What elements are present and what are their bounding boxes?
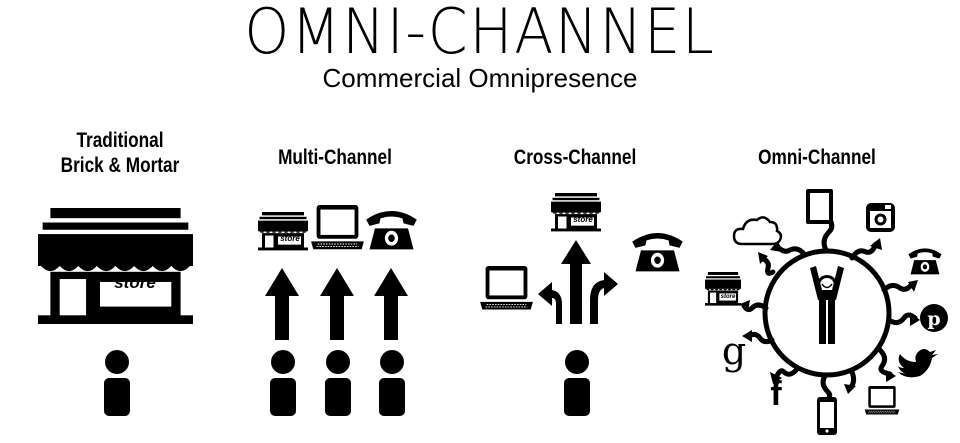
label-multi-channel: Multi-Channel [278, 146, 392, 169]
store-sign-cross: store [573, 215, 593, 224]
instagram-icon [866, 203, 895, 232]
multi-arrow-2 [320, 268, 354, 340]
multi-store-icon [258, 212, 308, 251]
cross-arrows [538, 240, 618, 324]
omni-phone-icon [908, 248, 942, 275]
store-sign-traditional: store [114, 273, 156, 292]
person-multi-3 [379, 350, 405, 416]
label-omni-channel: Omni-Channel [758, 146, 876, 169]
store-sign-omni: store [721, 294, 736, 300]
person-traditional [104, 350, 130, 416]
traditional-store-icon [38, 208, 193, 324]
label-traditional-line2: Brick & Mortar [60, 154, 180, 177]
label-traditional: Traditional Brick & Mortar [38, 128, 202, 178]
person-multi-1 [270, 350, 296, 416]
page-title: OMNI-CHANNEL [244, 0, 716, 68]
pinterest-icon: p [920, 304, 948, 332]
multi-phone-icon [366, 210, 417, 250]
multi-arrow-3 [374, 268, 408, 340]
twitter-icon [898, 349, 938, 378]
tablet-icon [806, 189, 833, 224]
svg-text:p: p [927, 308, 940, 330]
person-multi-2 [325, 350, 351, 416]
multi-arrow-1 [265, 268, 299, 340]
google-icon: g [722, 329, 746, 373]
store-sign-multi: store [280, 234, 300, 243]
person-cross [564, 350, 590, 416]
label-traditional-line1: Traditional [76, 129, 164, 152]
multi-laptop-icon [310, 204, 365, 250]
cross-phone-icon [632, 232, 683, 272]
page-subtitle: Commercial Omnipresence [322, 63, 638, 93]
omni-laptop-icon [864, 385, 900, 415]
facebook-icon: f [770, 375, 782, 413]
cross-store-icon [551, 193, 601, 232]
omni-hub [762, 248, 892, 378]
omni-store-icon [705, 272, 741, 306]
cloud-icon [732, 216, 783, 246]
smartphone-icon [817, 397, 837, 435]
label-cross-channel: Cross-Channel [513, 146, 637, 169]
cross-laptop-icon [479, 265, 534, 310]
